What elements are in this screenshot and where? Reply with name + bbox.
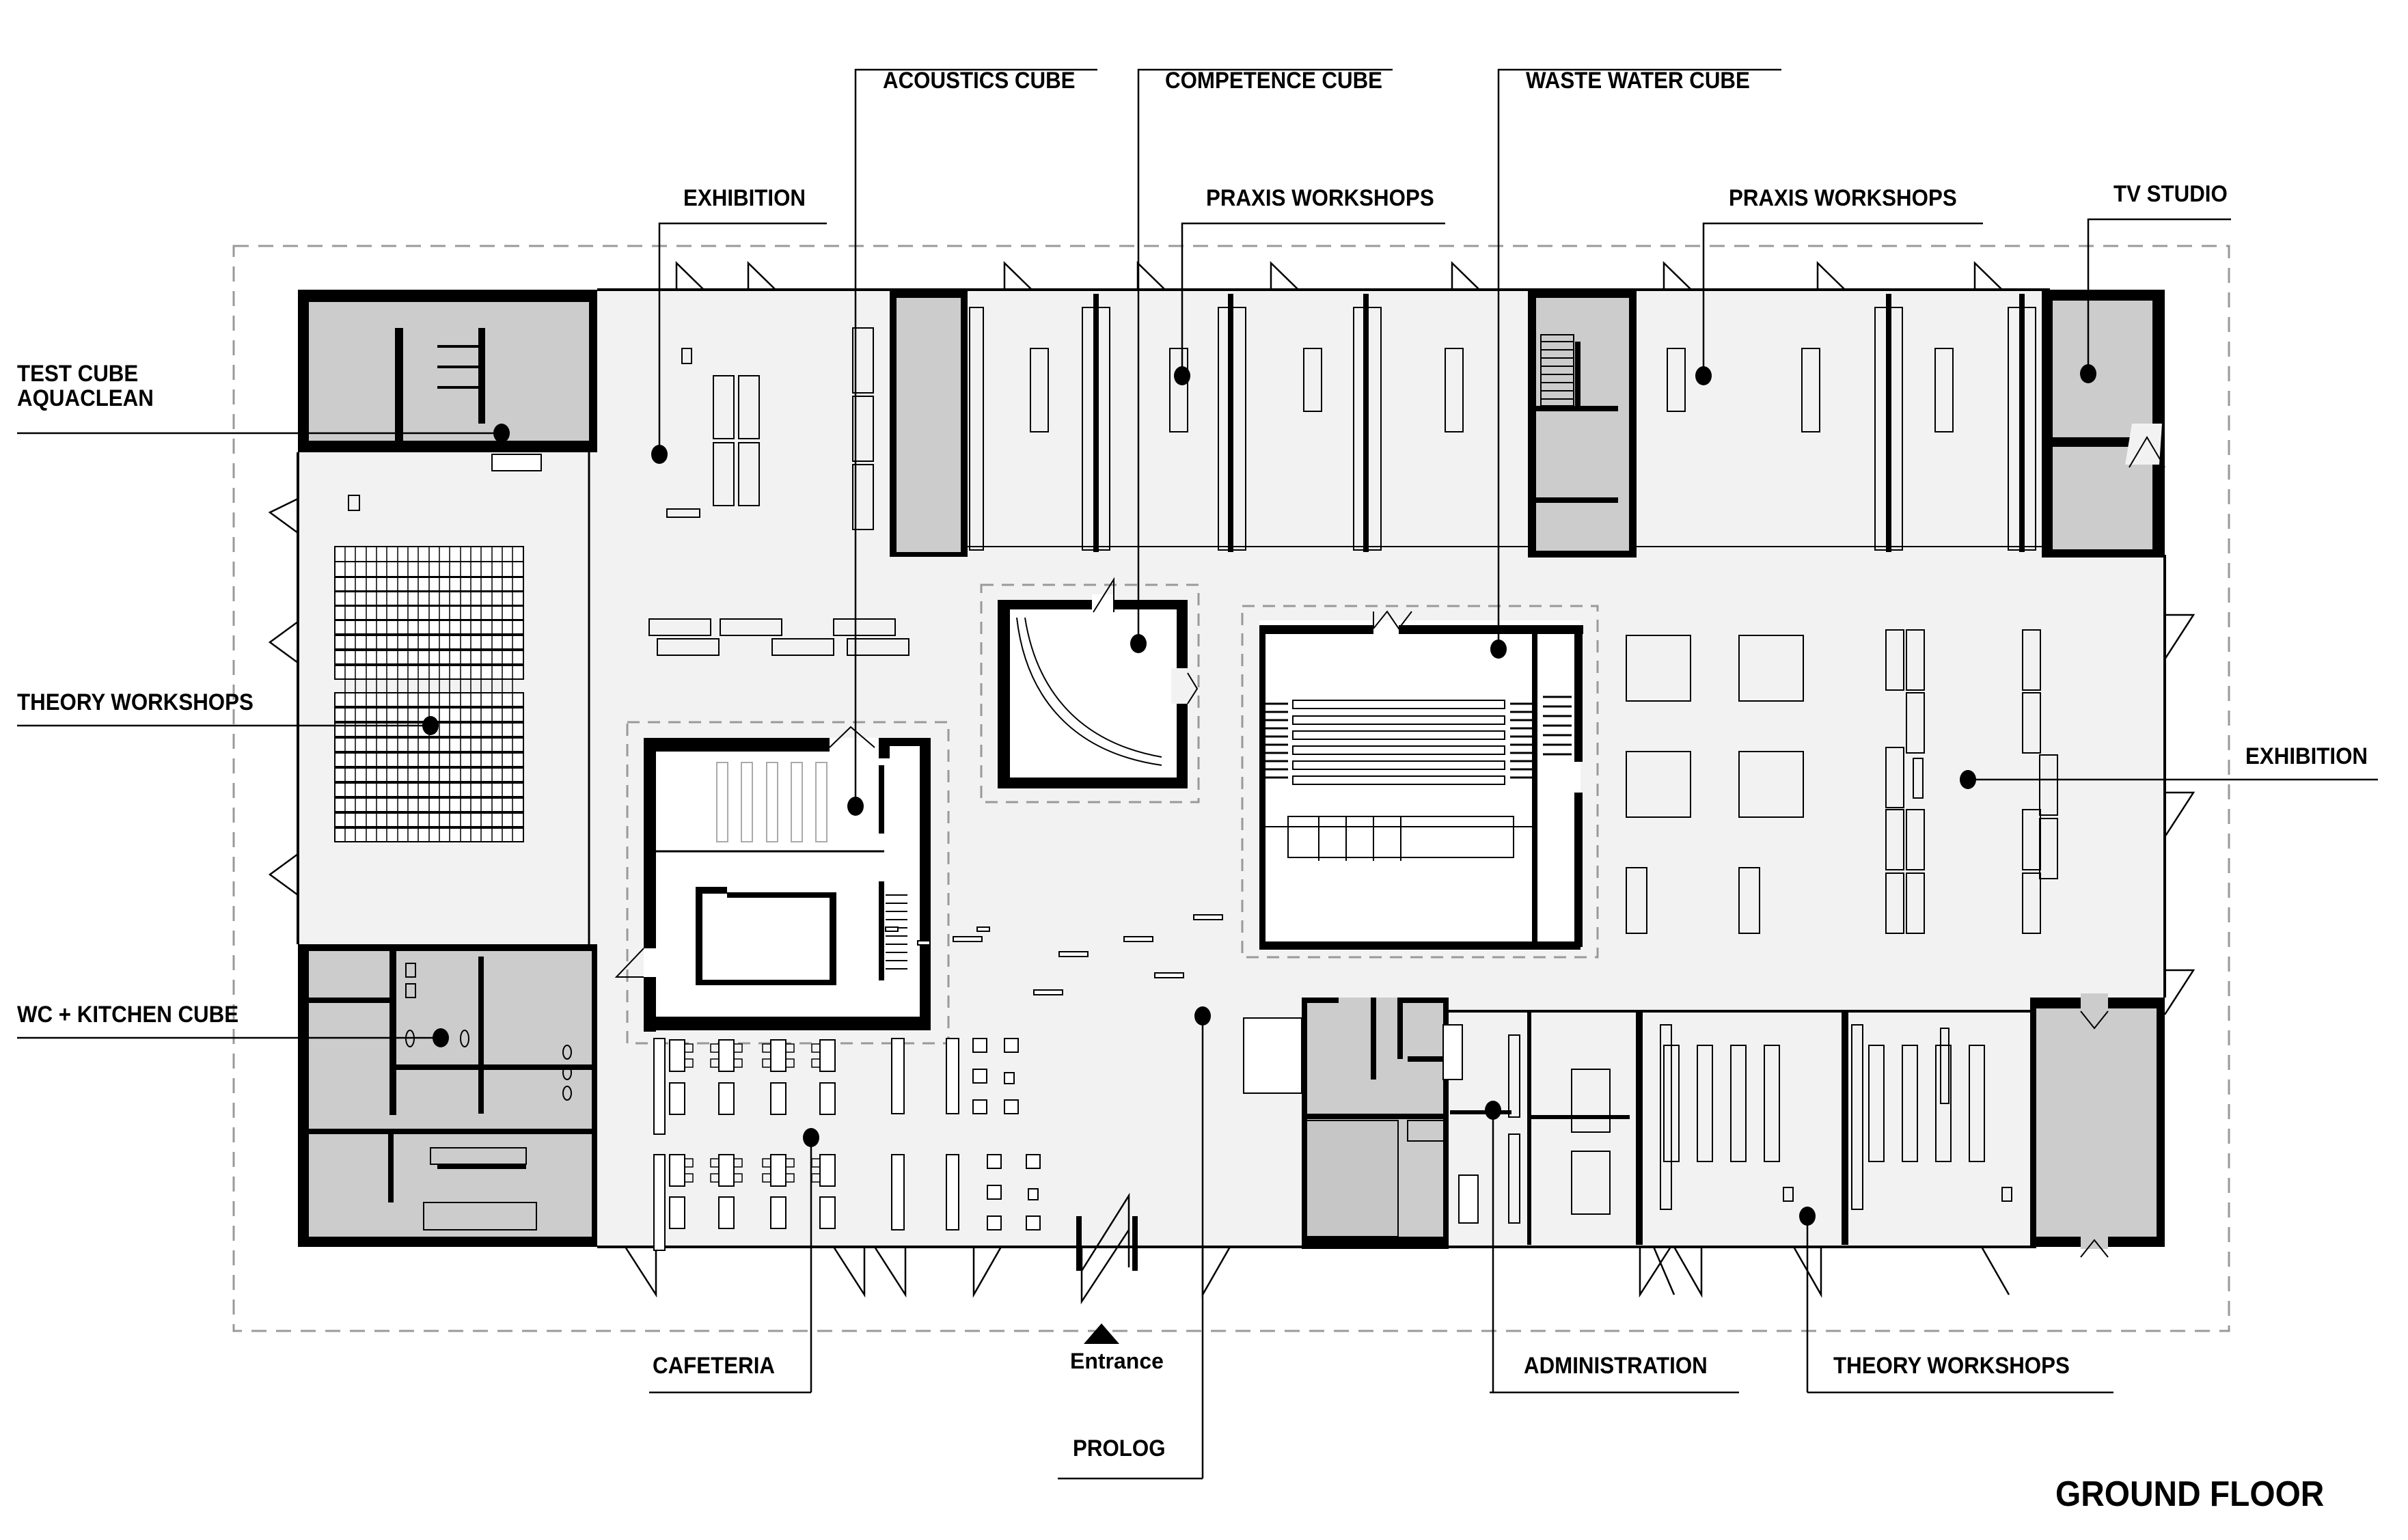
label-test-cube-line2: AQUACLEAN bbox=[17, 385, 154, 411]
label-test-cube-line1: TEST CUBE bbox=[17, 361, 139, 387]
cafeteria-chairs bbox=[684, 1043, 821, 1183]
label-theory-workshops-right: THEORY WORKSHOPS bbox=[1833, 1353, 2070, 1379]
entrance-vestibule bbox=[1076, 1192, 1138, 1305]
entrance-arrow-icon bbox=[1084, 1323, 1119, 1344]
test-cube bbox=[298, 290, 597, 511]
label-wc-kitchen-cube: WC + KITCHEN CUBE bbox=[17, 1002, 239, 1028]
door-swings-top bbox=[675, 261, 2003, 290]
label-administration: ADMINISTRATION bbox=[1524, 1353, 1708, 1379]
praxis-dark-cube-1 bbox=[890, 290, 968, 557]
label-exhibition-right: EXHIBITION bbox=[2245, 743, 2368, 769]
label-prolog: PROLOG bbox=[1073, 1435, 1166, 1461]
leader-dots bbox=[422, 364, 2096, 1226]
label-waste-water-cube: WASTE WATER CUBE bbox=[1526, 68, 1750, 94]
admin-service-cube bbox=[1243, 998, 1449, 1249]
label-theory-workshops-left: THEORY WORKSHOPS bbox=[17, 689, 254, 715]
cafeteria-furniture bbox=[653, 1038, 1041, 1251]
acoustics-cube bbox=[614, 721, 950, 1045]
competence-cube bbox=[980, 577, 1200, 803]
label-competence-cube: COMPETENCE CUBE bbox=[1165, 68, 1383, 94]
site-boundary bbox=[232, 245, 2230, 1332]
prolog-benches bbox=[885, 914, 1223, 995]
exhibition-furniture-left bbox=[648, 348, 909, 656]
label-test-cube: TEST CUBE AQUACLEAN bbox=[17, 361, 154, 411]
door-swings-right bbox=[268, 497, 2195, 1015]
label-praxis-workshops-1: PRAXIS WORKSHOPS bbox=[1206, 185, 1434, 211]
label-tv-studio: TV STUDIO bbox=[2113, 181, 2228, 207]
label-acoustics-cube: ACOUSTICS CUBE bbox=[883, 68, 1076, 94]
door-swings-bottom bbox=[624, 1246, 2010, 1298]
leader-underlines bbox=[649, 1391, 2113, 1480]
tv-studio-cube bbox=[2042, 290, 2165, 558]
drawing-title: GROUND FLOOR bbox=[2055, 1474, 2325, 1514]
waste-water-cube bbox=[1241, 605, 1599, 959]
label-entrance: Entrance bbox=[1070, 1349, 1164, 1373]
label-praxis-workshops-2: PRAXIS WORKSHOPS bbox=[1729, 185, 1957, 211]
admin-offices bbox=[1442, 1010, 2159, 1245]
storage-cube-bottom-right bbox=[2030, 993, 2165, 1258]
leader-lines bbox=[17, 68, 2378, 1479]
label-cafeteria: CAFETERIA bbox=[653, 1353, 775, 1379]
praxis-partitions bbox=[1093, 294, 2025, 552]
exhibition-furniture-right bbox=[1626, 629, 2058, 934]
label-exhibition-left: EXHIBITION bbox=[683, 185, 806, 211]
wc-kitchen-cube bbox=[298, 944, 597, 1247]
theory-seat-dividers bbox=[344, 547, 513, 842]
waste-water-service-cube bbox=[1528, 290, 1637, 558]
